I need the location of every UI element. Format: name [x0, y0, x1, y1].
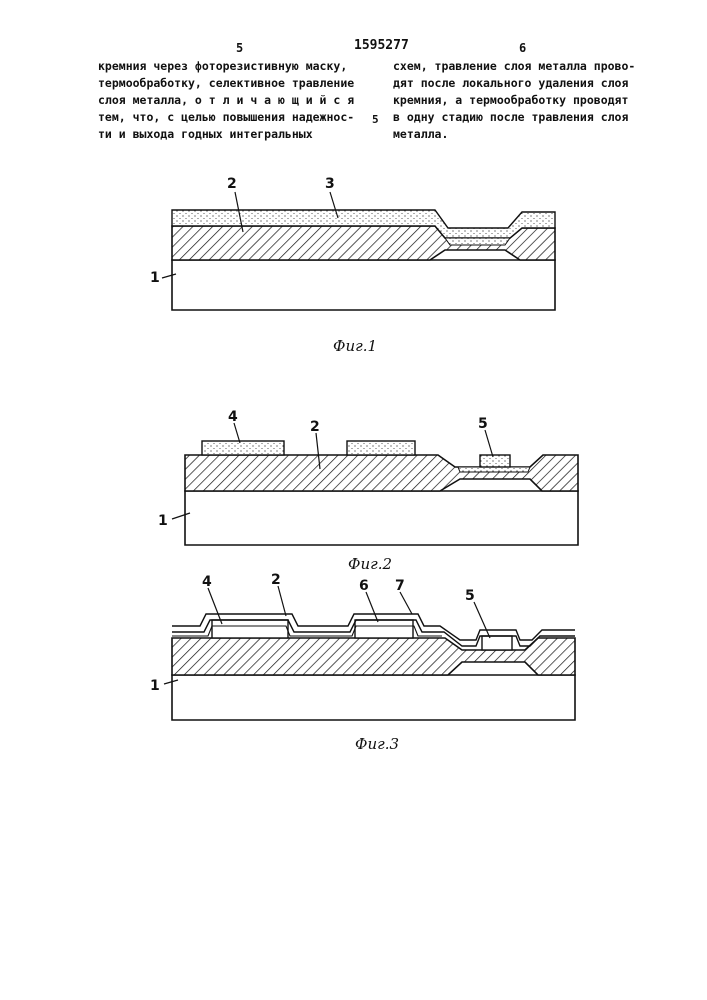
label-2: 2 [271, 572, 281, 588]
mask-block-small [480, 455, 510, 467]
text-line: тем, что, с целью повышения надежнос- [98, 109, 354, 126]
text-line: схем, травление слоя металла прово- [393, 58, 635, 75]
text-line: кремния через фоторезистивную маску, [98, 58, 354, 75]
text-line: слоя металла, о т л и ч а ю щ и й с я [98, 92, 354, 109]
substrate-layer [172, 260, 555, 310]
label-2: 2 [227, 176, 237, 192]
mask-block [202, 441, 284, 455]
page-number-left: 5 [236, 41, 243, 55]
text-line: ти и выхода годных интегральных [98, 126, 354, 143]
label-1: 1 [150, 678, 160, 694]
leader-line [400, 592, 412, 614]
mask-block [347, 441, 415, 455]
label-4: 4 [228, 409, 238, 425]
text-line: термообработку, селективное травление [98, 75, 354, 92]
substrate-layer [185, 491, 578, 545]
patent-number: 1595277 [354, 38, 409, 53]
block-4 [212, 620, 288, 638]
text-line: в одну стадию после травления слоя [393, 109, 635, 126]
line-number-marker: 5 [372, 113, 379, 126]
figure-2: 4 2 5 1 [150, 415, 590, 555]
figure-1-caption: Фиг.1 [333, 337, 377, 355]
label-6: 6 [359, 578, 369, 594]
block-5 [482, 636, 512, 650]
dip-layer [458, 467, 530, 472]
label-5: 5 [465, 588, 475, 604]
dip-layer [445, 238, 510, 245]
figure-3-caption: Фиг.3 [355, 735, 399, 753]
label-5: 5 [478, 416, 488, 432]
figure-1: 2 3 1 [140, 170, 580, 320]
text-line: дят после локального удаления слоя [393, 75, 635, 92]
label-7: 7 [395, 578, 405, 594]
right-text-column: схем, травление слоя металла прово- дят … [393, 58, 635, 143]
hatched-layer [185, 455, 578, 491]
substrate-layer [172, 675, 575, 720]
text-line: кремния, а термообработку проводят [393, 92, 635, 109]
hatched-layer [172, 638, 575, 675]
figure-3: 4 2 6 7 5 1 [140, 570, 585, 725]
label-3: 3 [325, 176, 335, 192]
label-1: 1 [150, 270, 160, 286]
label-1: 1 [158, 513, 168, 529]
label-2: 2 [310, 419, 320, 435]
text-line: металла. [393, 126, 635, 143]
leader-line [234, 423, 240, 443]
leader-line [474, 602, 490, 638]
label-4: 4 [202, 574, 212, 590]
leader-line [366, 592, 378, 622]
left-text-column: кремния через фоторезистивную маску, тер… [98, 58, 354, 143]
leader-line [278, 586, 286, 616]
block-6 [355, 620, 413, 638]
page-number-right: 6 [519, 41, 526, 55]
leader-line [208, 588, 222, 624]
leader-line [485, 430, 493, 457]
